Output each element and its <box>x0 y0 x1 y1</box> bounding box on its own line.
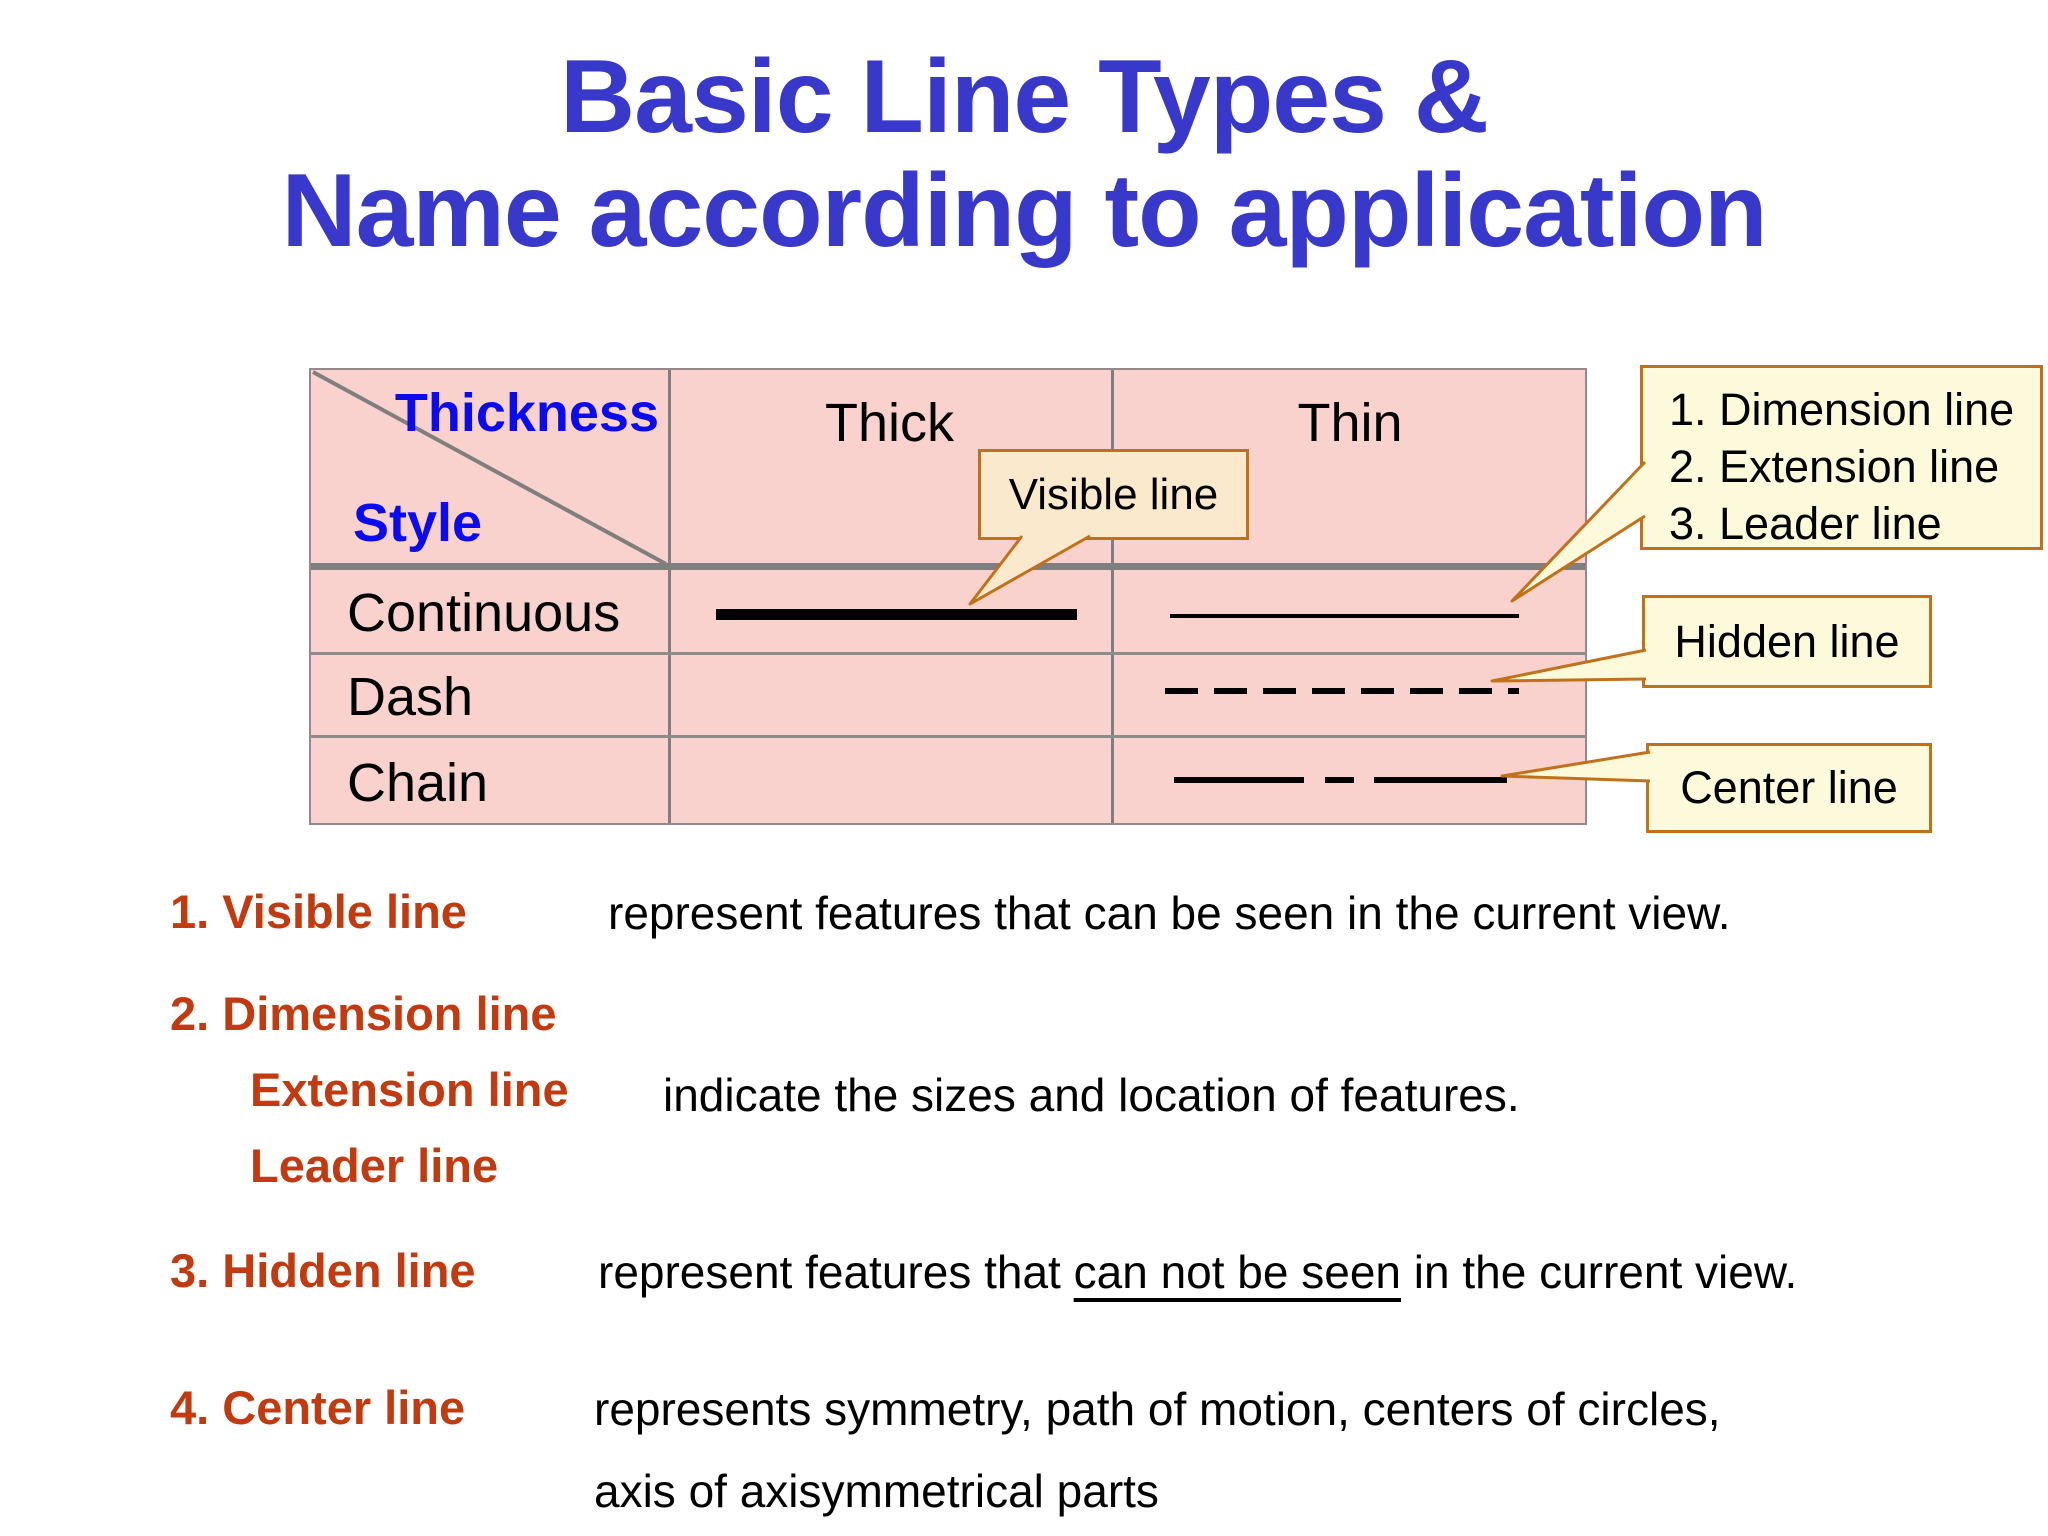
page-title-line1: Basic Line Types & <box>560 39 1489 155</box>
callout-visible-line: Visible line <box>978 449 1249 540</box>
column-header-thick: Thick <box>824 393 954 453</box>
definition-2-sublabel-leader: Leader line <box>250 1139 499 1192</box>
line-types-table: Thickness Style Thick Thin Continuous Da… <box>309 368 1587 825</box>
definition-2-label: 2. Dimension line <box>170 987 557 1040</box>
row-label-continuous: Continuous <box>347 583 621 643</box>
definition-4-label: 4. Center line <box>170 1381 466 1434</box>
callout-hidden-line-label: Hidden line <box>1674 615 1900 667</box>
row-label-chain: Chain <box>347 753 489 813</box>
callout-dimension-extension-leader: 1. Dimension line 2. Extension line 3. L… <box>1640 365 2043 550</box>
definition-4-text-line1: represents symmetry, path of motion, cen… <box>594 1383 1721 1435</box>
definition-3-text-underlined: can not be seen <box>1073 1246 1401 1298</box>
definition-3-text-before: represent features that <box>598 1246 1074 1298</box>
callout-dimension-line3: 3. Leader line <box>1669 498 1942 549</box>
callout-center-line-label: Center line <box>1680 762 1898 813</box>
definition-1-label: 1. Visible line <box>170 885 467 938</box>
row-divider-continuous-dash <box>311 652 1585 655</box>
column-header-thin: Thin <box>1297 393 1403 453</box>
corner-label-thickness: Thickness <box>394 383 659 443</box>
callout-center-line: Center line <box>1646 743 1932 833</box>
row-divider-dash-chain <box>311 735 1585 738</box>
definition-3-label: 3. Hidden line <box>170 1244 476 1297</box>
callout-hidden-line: Hidden line <box>1642 595 1932 688</box>
definition-3-text-after: in the current view. <box>1401 1246 1798 1298</box>
definition-3-text: represent features that can not be seen … <box>598 1245 1797 1299</box>
definition-4-text-line2: axis of axisymmetrical parts <box>594 1465 1159 1517</box>
callout-dimension-line1: 1. Dimension line <box>1669 384 2015 435</box>
callout-visible-line-label: Visible line <box>1008 469 1219 519</box>
chain-line-sample <box>1174 777 1507 783</box>
callout-dimension-line2: 2. Extension line <box>1669 441 2000 492</box>
column-divider-2 <box>1111 370 1114 823</box>
corner-label-style: Style <box>353 493 483 553</box>
page-title-line2: Name according to application <box>281 153 1767 269</box>
definition-1-text: represent features that can be seen in t… <box>608 887 1731 939</box>
definition-2-text: indicate the sizes and location of featu… <box>663 1069 1520 1121</box>
row-label-dash: Dash <box>347 667 474 727</box>
definition-2-sublabel-extension: Extension line <box>250 1063 569 1116</box>
thick-continuous-line-sample <box>716 609 1077 620</box>
corner-diagonal-divider <box>312 370 667 566</box>
thin-continuous-line-sample <box>1170 614 1519 618</box>
column-divider-1 <box>668 370 671 823</box>
header-row-divider <box>311 563 1585 570</box>
dash-line-sample <box>1165 688 1519 694</box>
